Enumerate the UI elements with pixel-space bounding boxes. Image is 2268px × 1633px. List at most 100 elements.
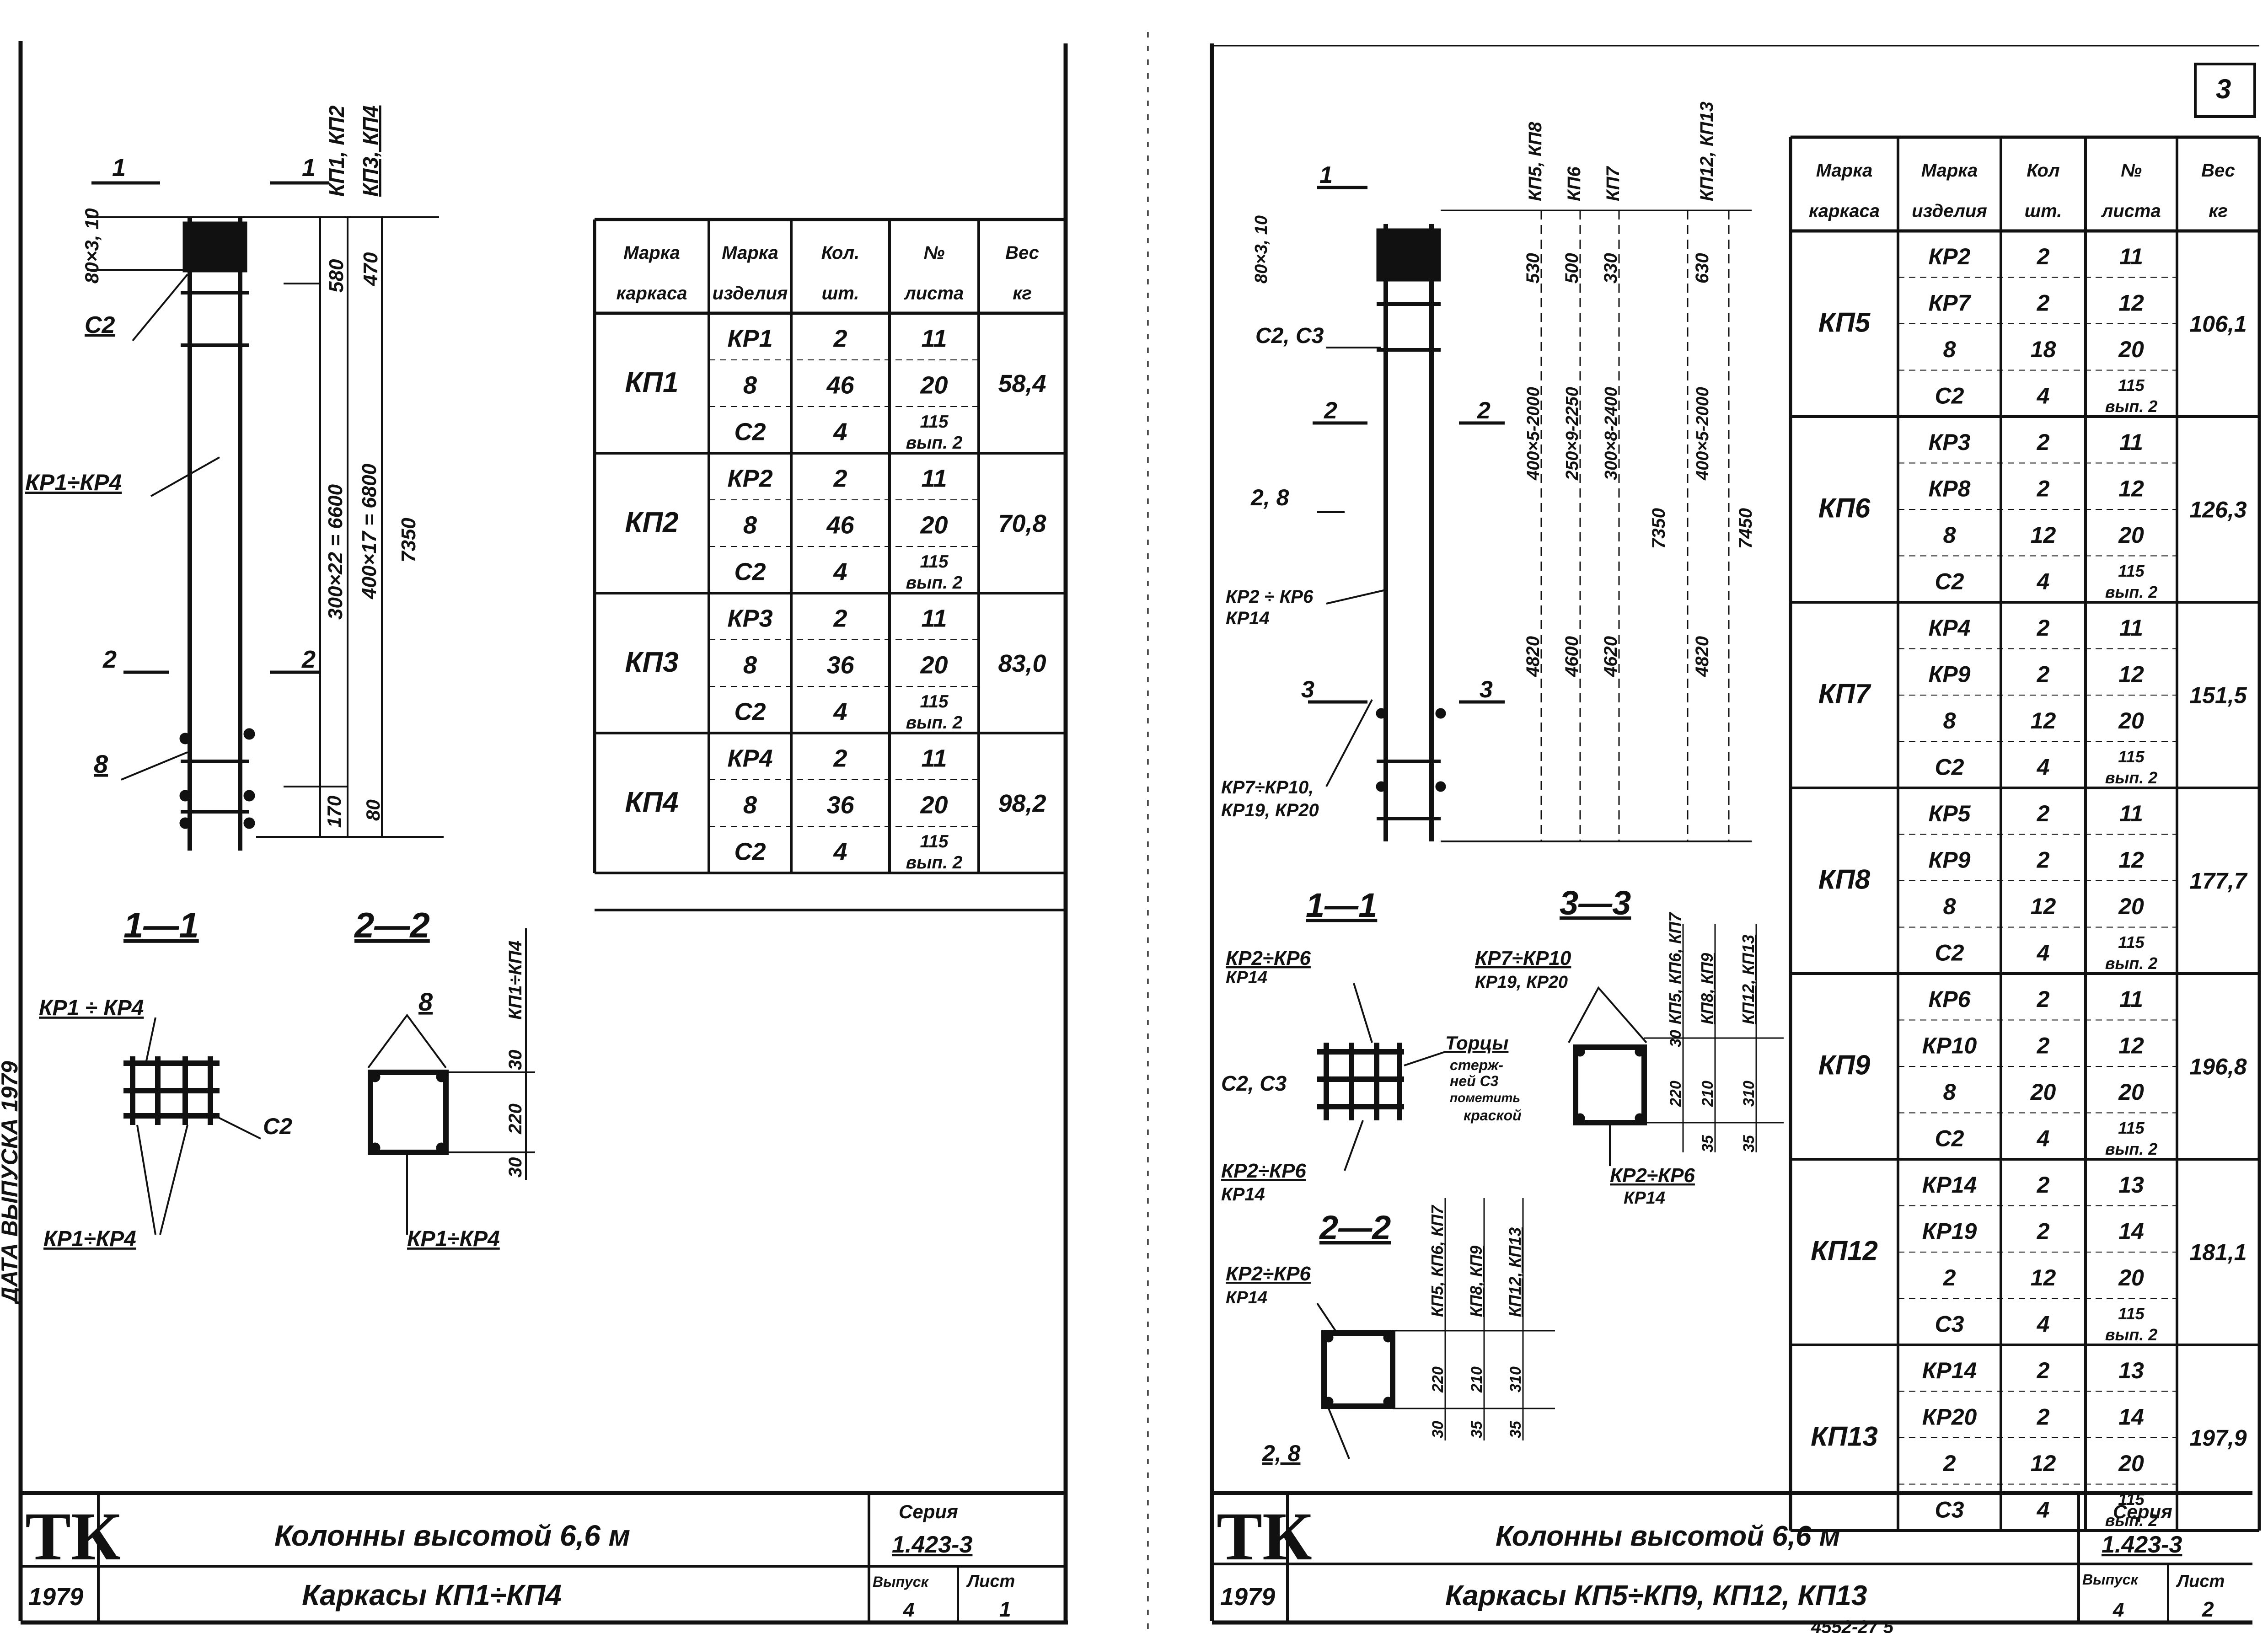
table2-header-0-line-1: каркаса — [1809, 201, 1880, 221]
sheet2-section-2-2-dim-5: 35 — [1507, 1420, 1524, 1438]
sheet2-dim-mark-2: КП7 — [1603, 166, 1623, 201]
sheet2-section-1-1-kr-a: КР2÷КР6 — [1226, 947, 1311, 969]
sheet2-dim-col-2: 330 — [1601, 253, 1621, 284]
table1-group-weight: 58,4 — [998, 370, 1046, 397]
table2-cell-qty: 4 — [2037, 1312, 2050, 1337]
table2-cell-sheet-b: вып. 2 — [2105, 1511, 2158, 1530]
table2-group-mark: КП6 — [1818, 493, 1871, 524]
sheet1-title-block — [21, 1491, 1066, 1621]
table2-cell-sheet-a: 115 — [2118, 562, 2145, 580]
table2-cell-qty: 2 — [2037, 244, 2050, 269]
sheet1-section-2-2-kr-bot: КР1÷КР4 — [407, 1227, 500, 1251]
table1-cell-sheet-a: 115 — [920, 692, 949, 712]
sheet1-issue-label: Выпуск — [873, 1574, 929, 1590]
sheet2-dim-low-3: 4820 — [1692, 636, 1712, 677]
table1-cell-sheet-a: 115 — [920, 832, 949, 851]
sheet2-callout-kr1920: КР19, КР20 — [1221, 800, 1319, 820]
sheet1-stamp-subtitle: Каркасы КП1÷КП4 — [302, 1579, 562, 1612]
table2-group-mark: КП12 — [1811, 1236, 1878, 1266]
table2-header-3-line-1: листа — [2101, 201, 2161, 221]
table2-cell-sheet: 20 — [2118, 894, 2144, 919]
table2-cell-sheet-a: 115 — [2118, 1304, 2145, 1323]
table1-header-0-line-0: Марка — [623, 243, 680, 263]
sheet2-cut-3-right: 3 — [1480, 676, 1493, 703]
sheet2-section-3-3-dim-4: 35 — [1699, 1135, 1716, 1152]
table2-cell-item: 8 — [1943, 1079, 1956, 1105]
table2-cell-item: 8 — [1943, 708, 1956, 734]
sheet2-section-2-2-28: 2, 8 — [1262, 1440, 1301, 1466]
table1-cell-qty: 2 — [833, 325, 847, 352]
table1-cell-item: КР2 — [727, 465, 772, 492]
table1-cell-sheet-b: вып. 2 — [906, 573, 963, 593]
table2-cell-sheet-b: вып. 2 — [2105, 768, 2158, 787]
table2-cell-sheet: 11 — [2119, 615, 2143, 641]
sheet2-section-2-2-mark-2: КП12, КП13 — [1506, 1227, 1524, 1317]
sheet2-dim-low-2: 4620 — [1601, 636, 1621, 677]
table2-group-mark: КП5 — [1818, 307, 1871, 338]
sheet2-section-2-2-dim-1: 220 — [1429, 1366, 1447, 1393]
table1-cell-item: КР3 — [727, 605, 772, 632]
table2-cell-item: С2 — [1935, 569, 1964, 594]
table2-cell-sheet: 14 — [2118, 1219, 2144, 1244]
table2-cell-sheet-a: 115 — [2118, 376, 2145, 395]
table1-cell-item: 8 — [743, 371, 757, 399]
sheet1-section-1-1 — [123, 1017, 261, 1235]
sheet2-callout-28: 2, 8 — [1250, 485, 1289, 510]
table2-cell-qty: 2 — [2037, 801, 2050, 826]
table2-cell-sheet: 11 — [2119, 986, 2143, 1012]
table1-header-4-line-0: Вес — [1005, 243, 1039, 263]
table2-cell-qty: 2 — [2037, 476, 2050, 502]
table2-cell-sheet: 11 — [2119, 429, 2143, 455]
sheet2-sheet-value: 2 — [2202, 1597, 2214, 1621]
table2-cell-item: КР9 — [1929, 662, 1971, 687]
table1-cell-sheet: 11 — [921, 744, 947, 772]
table1-cell-item: 8 — [743, 651, 757, 679]
table2-header-4-line-1: кг — [2209, 201, 2228, 221]
table2-header-3-line-0: № — [2121, 161, 2142, 181]
table2-cell-item: КР7 — [1929, 290, 1972, 316]
table2-cell-sheet: 12 — [2118, 1033, 2144, 1059]
table1-cell-qty: 4 — [833, 418, 847, 445]
sheet1-section-2-2-220: 220 — [505, 1103, 525, 1135]
sheet1-section-1-1-kr-bot: КР1÷КР4 — [43, 1227, 136, 1251]
table1-cell-item: С2 — [734, 698, 766, 725]
table1-cell-sheet-b: вып. 2 — [906, 853, 963, 873]
sheet2-section-3-3-mark-1: КП8, КП9 — [1698, 953, 1716, 1024]
table2-group-mark: КП7 — [1818, 679, 1871, 709]
sheet2-section-1-1-kr-b2: КР14 — [1221, 1184, 1265, 1205]
sheet1-section-2-2-30b: 30 — [505, 1157, 525, 1178]
sheet1-dim-marks-34: КП3, КП4 — [359, 106, 382, 197]
table1-cell-item: 8 — [743, 791, 757, 819]
table2-cell-item: КР5 — [1929, 801, 1971, 826]
sheet1-dim-total: 7350 — [397, 518, 420, 562]
sheet1-dim-80: 80 — [362, 799, 384, 821]
sheet2-section-3-3 — [1568, 924, 1784, 1166]
table2-cell-item: С3 — [1935, 1312, 1964, 1337]
table2-cell-qty: 2 — [2037, 1358, 2050, 1383]
table2-cell-qty: 2 — [2037, 429, 2050, 455]
table2-cell-sheet-b: вып. 2 — [2105, 583, 2158, 601]
sheet1-dim-580: 580 — [325, 259, 348, 293]
table2-cell-qty: 2 — [2037, 290, 2050, 316]
sheet2-section-3-3-kr-bot: КР2÷КР6 — [1610, 1164, 1695, 1187]
table2-cell-item: КР3 — [1929, 429, 1971, 455]
table2-cell-qty: 4 — [2037, 940, 2050, 966]
table1-header-4-line-1: кг — [1013, 283, 1032, 303]
sheet2-section-3-3-kr-bot2: КР14 — [1624, 1189, 1665, 1208]
table1-header-2-line-0: Кол. — [821, 243, 860, 263]
table2-cell-qty: 2 — [2037, 662, 2050, 687]
sheet2-section-1-1-c23: С2, С3 — [1221, 1071, 1287, 1095]
table1-cell-sheet: 20 — [920, 651, 948, 679]
table1-cell-sheet: 20 — [920, 371, 948, 399]
sheet2-sheet-label: Лист — [2176, 1572, 2225, 1591]
sheet2-section-2-2-dim-3: 310 — [1507, 1366, 1524, 1392]
sheet2-section-3-3-dim-1: 220 — [1667, 1081, 1684, 1107]
sheet1-section-2-2-8: 8 — [418, 987, 433, 1016]
sheet2-note-line-4: краской — [1464, 1107, 1522, 1124]
sheet1-margin-text: ДАТА ВЫПУСКА 1979 — [0, 1061, 22, 1305]
table2-group-mark: КП13 — [1811, 1421, 1878, 1452]
sheet-2: 3 80×3, 10 КП5, КП8 КП6 КП7 КП12, КП13 — [1210, 43, 2261, 1633]
sheet2-section-3-3-mark-0: КП5, КП6, КП7 — [1666, 912, 1684, 1024]
table2-header-2-line-1: шт. — [2025, 201, 2062, 221]
